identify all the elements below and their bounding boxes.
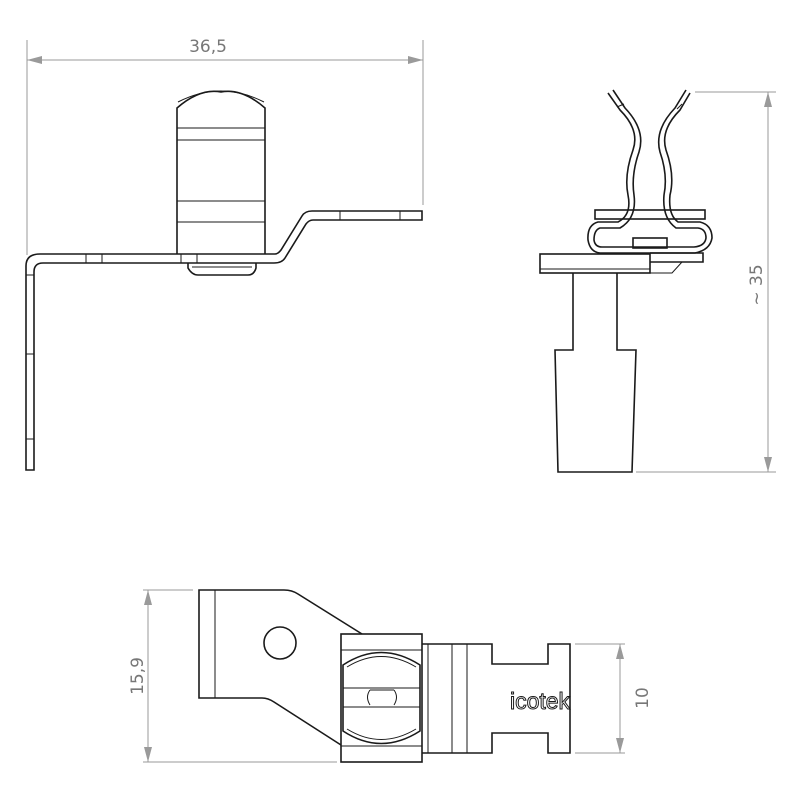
holder-body (539, 209, 706, 473)
dimension-label: ~ 35 (747, 264, 767, 305)
dimension-width-top: 36,5 (26, 37, 424, 255)
spring-clip (587, 89, 713, 254)
dimension-height-side: ~ 35 (636, 91, 776, 473)
dimension-label: 15,9 (128, 657, 148, 695)
side-view: ~ 35 (539, 89, 776, 473)
front-view: 36,5 (25, 37, 424, 471)
top-view: 15,9 10 (128, 589, 653, 763)
dimension-height-bottom: 10 (575, 643, 653, 754)
dimension-width-bottom: 15,9 (128, 589, 337, 763)
dimension-label: 36,5 (189, 37, 227, 57)
cylinder-part (176, 90, 266, 276)
mounting-hole (263, 626, 297, 660)
nut-block (340, 633, 423, 763)
bracket (25, 210, 423, 471)
dimension-label: 10 (633, 687, 653, 709)
bracket-plate (198, 589, 363, 746)
clip-body: icotek (422, 643, 571, 754)
icotek-logo: icotek (510, 688, 571, 714)
